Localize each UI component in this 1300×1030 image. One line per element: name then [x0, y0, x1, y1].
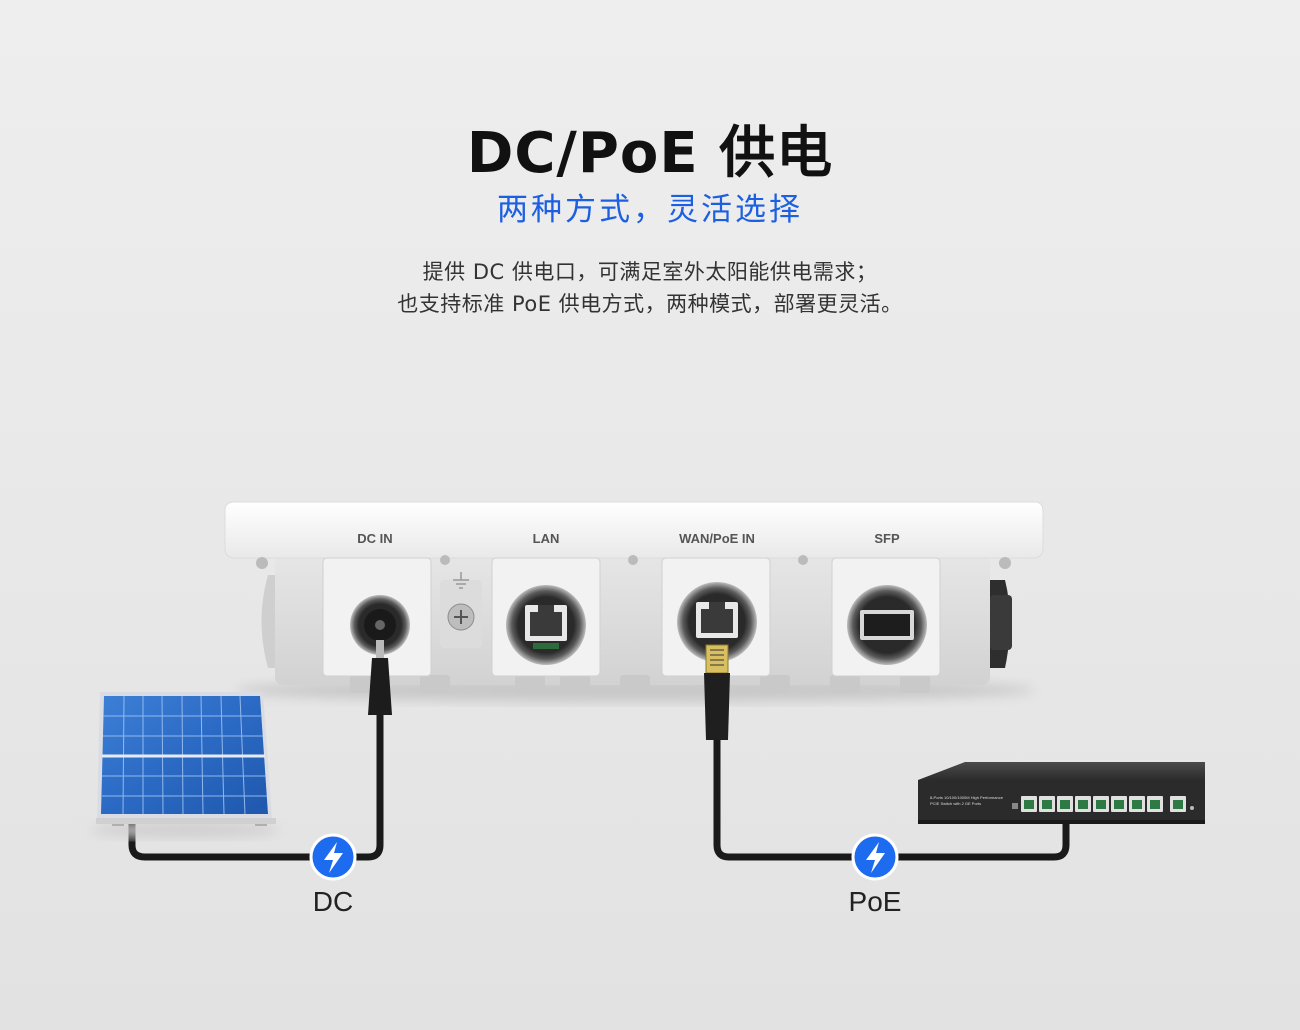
dc-cable [128, 640, 392, 861]
page-title: DC/PoE 供电 [466, 121, 834, 186]
lan-port [506, 585, 586, 665]
ground-screw-icon [440, 572, 482, 648]
lightning-icon [324, 842, 343, 873]
port-label-lan: LAN [533, 531, 560, 546]
dc-power-badge [309, 833, 357, 881]
port-label-sfp: SFP [874, 531, 900, 546]
poe-switch: 8-Ports 10/100/1000M High Performance PC… [918, 762, 1205, 824]
outdoor-device: DC IN LAN WAN/PoE IN SFP [224, 501, 1044, 693]
poe-label: PoE [849, 886, 902, 917]
dc-in-port [350, 595, 410, 655]
wan-poe-port [677, 582, 757, 662]
dc-label: DC [313, 886, 353, 917]
description-line-2: 也支持标准 PoE 供电方式，两种模式，部署更灵活。 [397, 292, 903, 316]
port-label-wan-poe: WAN/PoE IN [679, 531, 755, 546]
page-subtitle: 两种方式，灵活选择 [497, 192, 803, 228]
port-label-dc-in: DC IN [357, 531, 392, 546]
switch-text-line-1: 8-Ports 10/100/1000M High Performance [930, 795, 1004, 800]
description-line-1: 提供 DC 供电口，可满足室外太阳能供电需求； [422, 260, 878, 284]
lightning-icon [866, 842, 885, 873]
poe-power-badge [851, 833, 899, 881]
sfp-port [847, 585, 927, 665]
solar-panel [90, 692, 280, 838]
switch-text-line-2: PCIE Switch with 2 GE Ports [930, 801, 981, 806]
